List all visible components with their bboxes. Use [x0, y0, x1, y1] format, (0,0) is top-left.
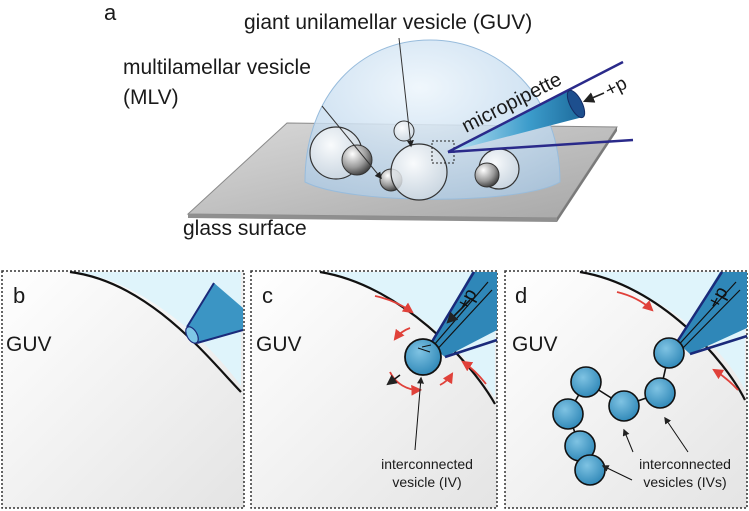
outside-region — [70, 272, 241, 386]
micropipette-a — [447, 60, 634, 154]
mlv-label-line2: (MLV) — [123, 86, 179, 109]
interconnected-vesicle — [574, 454, 606, 486]
micropipette-c — [428, 271, 498, 359]
interconnected-vesicle — [608, 390, 640, 422]
interconnected-vesicle — [644, 377, 676, 409]
interconnected-vesicle — [570, 366, 602, 398]
interconnected-vesicle — [404, 338, 442, 376]
iv-label-line2: vesicle (IV) — [392, 473, 462, 490]
panel-b-letter: b — [13, 283, 26, 308]
vesicle-chain — [552, 337, 685, 486]
guv-membrane — [319, 270, 496, 405]
iv-label: interconnected vesicle (IV) — [372, 456, 482, 491]
vesicle-sphere — [393, 120, 415, 142]
guv-label: giant unilamellar vesicle (GUV) — [244, 11, 533, 34]
guv-sphere — [390, 143, 448, 201]
interconnected-vesicle — [653, 337, 685, 369]
mlv-label-line1: multilamellar vesicle — [123, 56, 311, 79]
guv-membrane — [69, 270, 242, 393]
ivs-label-line1: interconnected — [639, 456, 731, 472]
mlv-sphere — [341, 144, 373, 176]
ivs-label-line2: vesicles (IVs) — [643, 473, 727, 490]
panel-c — [250, 270, 498, 509]
panel-d — [504, 270, 748, 509]
panel-a-letter: a — [104, 0, 117, 25]
micropipette-d — [675, 271, 748, 356]
interconnected-vesicle — [552, 398, 584, 430]
panel-d-guv-label: GUV — [512, 333, 558, 356]
panel-c-letter: c — [262, 283, 273, 308]
outside-region — [320, 272, 495, 398]
panel-b — [1, 270, 245, 509]
iv-label-line1: interconnected — [381, 456, 473, 472]
panel-d-letter: d — [515, 283, 528, 308]
panel-c-guv-label: GUV — [256, 333, 302, 356]
mlv-sphere — [474, 162, 500, 188]
panel-b-guv-label: GUV — [6, 333, 52, 356]
micropipette-b — [185, 282, 244, 344]
ivs-label: interconnected vesicles (IVs) — [630, 456, 740, 491]
panel-a-illustration — [186, 37, 634, 222]
glass-surface-label: glass surface — [183, 217, 307, 240]
guv-membrane — [579, 270, 746, 401]
pressure-label-a: +p — [602, 73, 631, 102]
